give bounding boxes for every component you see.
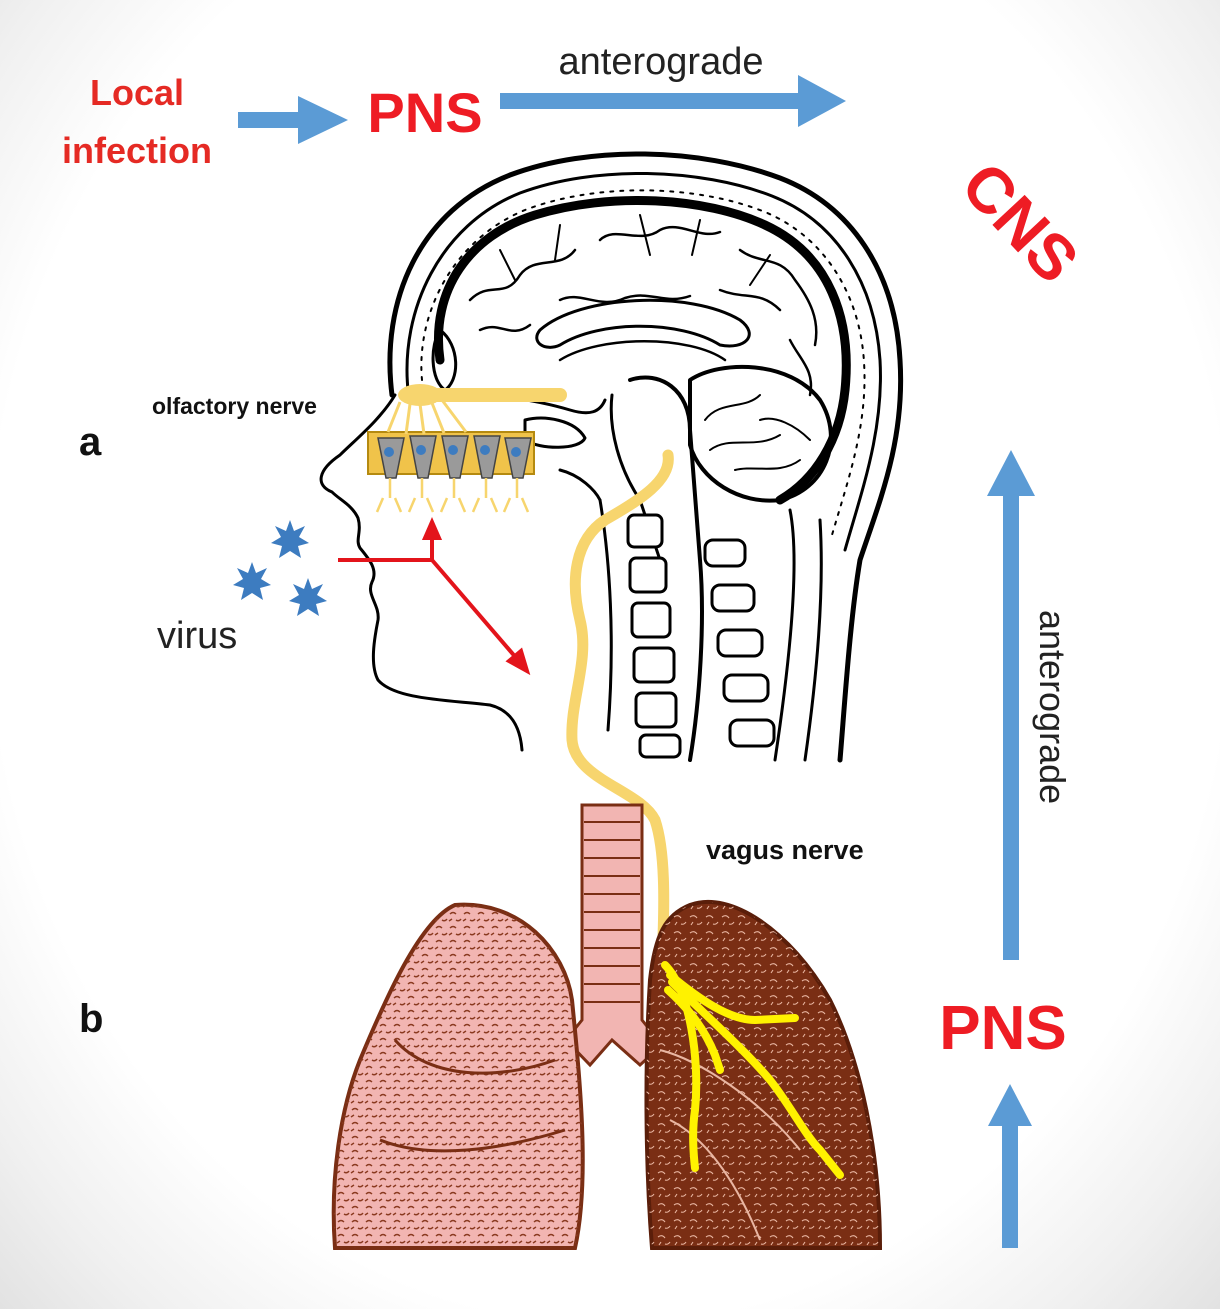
anterograde-side-label: anterograde xyxy=(1032,610,1073,804)
pns-top-label: PNS xyxy=(367,81,482,144)
local-infection-label: Local infection xyxy=(62,72,212,171)
olfactory-nerve-label: olfactory nerve xyxy=(152,393,317,419)
virus-label: virus xyxy=(157,615,237,657)
olfactory-nerve xyxy=(388,384,560,434)
arrow-pns-to-cns-side xyxy=(987,450,1035,960)
svg-text:Local: Local xyxy=(90,72,184,113)
virus-particles xyxy=(233,520,327,616)
pns-bottom-label: PNS xyxy=(939,994,1066,1063)
infection-route-arrows xyxy=(338,522,527,671)
panel-b-label: b xyxy=(79,997,103,1041)
olfactory-epithelium xyxy=(368,432,534,512)
left-lung xyxy=(334,905,583,1248)
arrow-local-to-pns xyxy=(238,96,348,144)
svg-text:infection: infection xyxy=(62,130,212,171)
vagus-nerve-label: vagus nerve xyxy=(706,835,864,865)
cns-label: CNS xyxy=(948,148,1093,296)
panel-a-label: a xyxy=(79,420,102,464)
anterograde-top-label: anterograde xyxy=(559,41,764,83)
arrow-pns-up-lower xyxy=(988,1084,1032,1248)
